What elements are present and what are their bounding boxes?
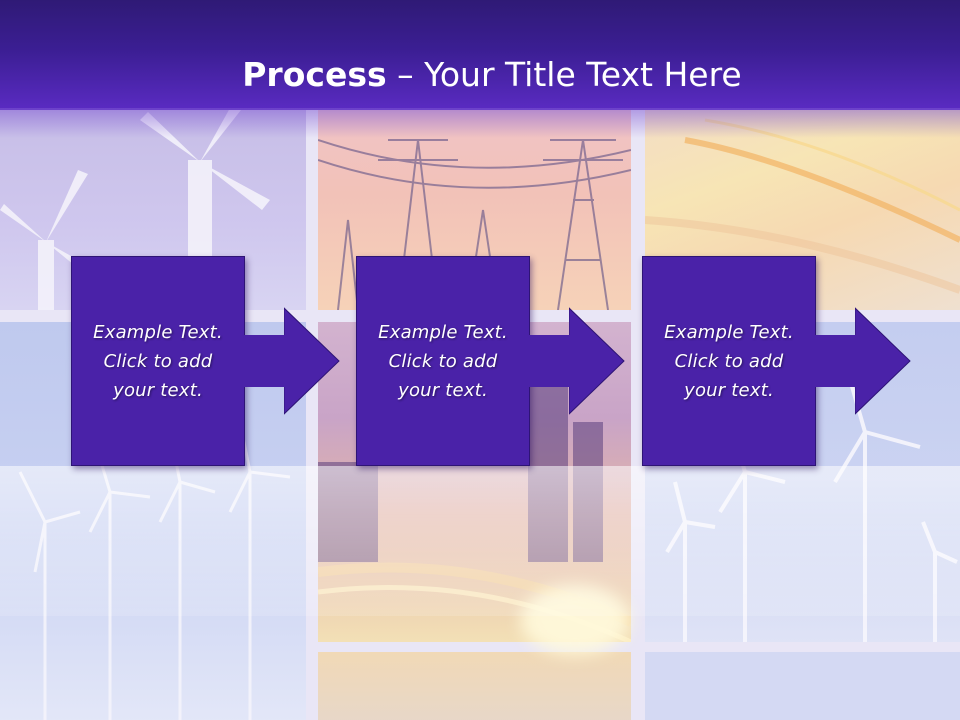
light-trails-image bbox=[318, 652, 631, 720]
power-tower-graphic bbox=[317, 139, 632, 311]
step-line: your text. bbox=[684, 379, 774, 401]
arrow-shaft bbox=[815, 335, 856, 387]
step-text: Example Text. Click to add your text. bbox=[664, 318, 794, 405]
arrow-shaft bbox=[529, 335, 570, 387]
step-text: Example Text. Click to add your text. bbox=[378, 318, 508, 405]
arrow-shaft bbox=[244, 335, 285, 387]
step-line: your text. bbox=[113, 379, 203, 401]
step-line: Click to add bbox=[674, 350, 784, 372]
step-line: Example Text. bbox=[664, 321, 794, 343]
reflection-fade bbox=[0, 466, 960, 616]
step-line: Example Text. bbox=[378, 321, 508, 343]
title-band bbox=[0, 0, 960, 110]
arrow-right-icon bbox=[855, 307, 911, 415]
step-line: your text. bbox=[398, 379, 488, 401]
arrow-right-icon bbox=[284, 307, 340, 415]
process-step-1[interactable]: Example Text. Click to add your text. bbox=[71, 256, 245, 466]
process-step-2[interactable]: Example Text. Click to add your text. bbox=[356, 256, 530, 466]
title-rest: – Your Title Text Here bbox=[386, 55, 742, 94]
step-text: Example Text. Click to add your text. bbox=[93, 318, 223, 405]
step-line: Click to add bbox=[388, 350, 498, 372]
step-line: Example Text. bbox=[93, 321, 223, 343]
process-step-3[interactable]: Example Text. Click to add your text. bbox=[642, 256, 816, 466]
wind-turbines-image bbox=[645, 652, 960, 720]
slide-title[interactable]: Process – Your Title Text Here bbox=[0, 52, 960, 98]
arrow-right-icon bbox=[569, 307, 625, 415]
title-bold: Process bbox=[242, 55, 387, 94]
title-band-fade bbox=[0, 108, 960, 138]
step-line: Click to add bbox=[103, 350, 213, 372]
